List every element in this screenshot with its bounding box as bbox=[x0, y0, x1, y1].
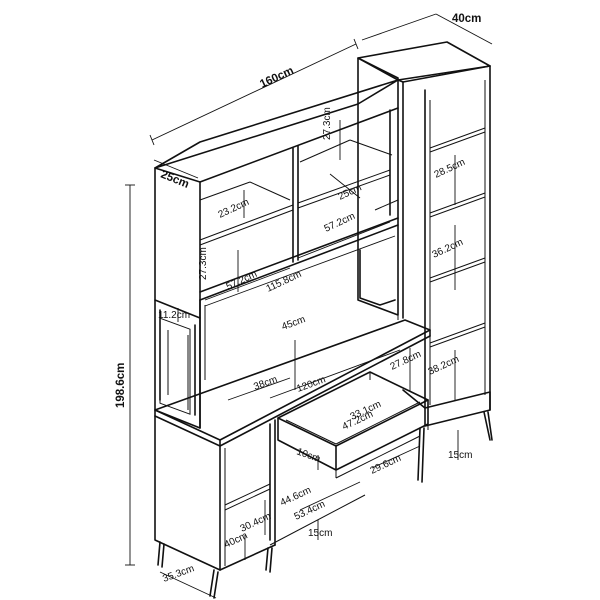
label-upper-width-left: 57.2cm bbox=[225, 269, 259, 293]
label-upper-inner-depth: 25cm bbox=[337, 182, 364, 202]
upper-hutch bbox=[154, 79, 399, 319]
label-desk-left-depth: 38cm bbox=[252, 374, 279, 393]
label-tower-shelf-2: 36.2cm bbox=[431, 237, 465, 261]
label-depth-tower: 40cm bbox=[452, 13, 481, 25]
label-tower-leg: 15cm bbox=[448, 450, 472, 461]
label-drawer-h: 10cm bbox=[295, 446, 322, 465]
label-tower-shelf-1: 28.5cm bbox=[433, 157, 467, 181]
hutch-top bbox=[154, 79, 399, 169]
label-upper-shelf-h2: 27.3cm bbox=[198, 247, 209, 280]
label-base-cab-depth: 35.3cm bbox=[161, 563, 196, 585]
tower-shelf bbox=[429, 127, 486, 149]
tower-front-panel bbox=[357, 57, 399, 316]
label-upper-width-right: 57.2cm bbox=[323, 211, 357, 235]
dimension-labels: 160cm 40cm 25cm 198.6cm 27.3cm 27.3cm 23… bbox=[115, 13, 481, 585]
label-niche-h: 11.2cm bbox=[158, 310, 190, 321]
lower-cabinet bbox=[154, 415, 366, 599]
label-tower-shelf-3: 38.2cm bbox=[427, 354, 461, 378]
tower-shelf bbox=[429, 322, 486, 344]
tower-shelf bbox=[429, 192, 486, 214]
label-desk-open-w: 53.4cm bbox=[293, 499, 327, 523]
label-upper-inner-h: 23.2cm bbox=[217, 197, 251, 221]
left-vitrine bbox=[154, 299, 201, 429]
label-desk-depth: 45cm bbox=[280, 314, 307, 333]
tower-shelf bbox=[429, 257, 486, 279]
label-height-total: 198.6cm bbox=[115, 363, 127, 408]
desktop-surface bbox=[154, 319, 431, 441]
drawer bbox=[277, 371, 429, 479]
label-width-top: 160cm bbox=[258, 65, 296, 91]
label-drawer-bottom-w: 29.6cm bbox=[369, 453, 403, 477]
tall-tower bbox=[357, 41, 493, 483]
dimension-lines bbox=[125, 13, 493, 599]
desk bbox=[154, 225, 431, 447]
label-depth-upper: 25cm bbox=[159, 169, 191, 191]
label-upper-shelf-h: 27.3cm bbox=[322, 107, 333, 140]
tower-top bbox=[357, 41, 491, 81]
label-desk-leg: 15cm bbox=[308, 528, 332, 539]
